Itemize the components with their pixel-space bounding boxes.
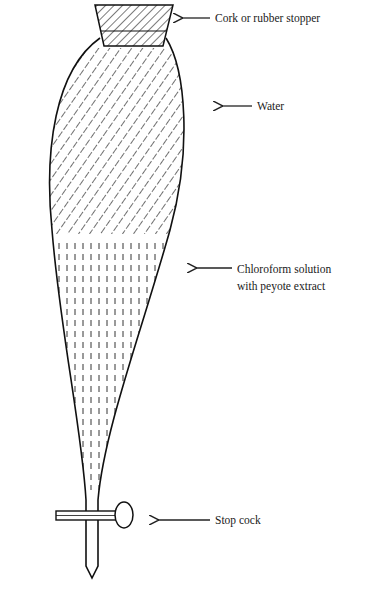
part-label: Stop cock: [215, 512, 355, 529]
callout-label-box: Water: [257, 98, 357, 115]
stopcock-handle: [115, 502, 133, 528]
stopcock-barrel: [56, 511, 116, 520]
part-label: Cork or rubber stopper: [215, 10, 365, 27]
stopcock-bore: [56, 515, 116, 516]
callout-label-box: Chloroform solution with peyote extract: [237, 261, 347, 294]
funnel-outline: [50, 38, 184, 578]
part-label: Water: [257, 98, 357, 115]
callout-arrow: [182, 17, 210, 18]
stopper-band: [101, 30, 166, 31]
chloroform-layer: [40, 240, 200, 490]
callout-arrow: [158, 519, 210, 520]
callout-arrow: [196, 267, 232, 268]
liquid-layers: [40, 48, 200, 490]
part-label: Chloroform solution with peyote extract: [237, 261, 347, 294]
stopper: [95, 5, 173, 46]
callout-label-box: Cork or rubber stopper: [215, 10, 365, 27]
callout-label-box: Stop cock: [215, 512, 355, 529]
callout-arrow: [222, 105, 252, 106]
